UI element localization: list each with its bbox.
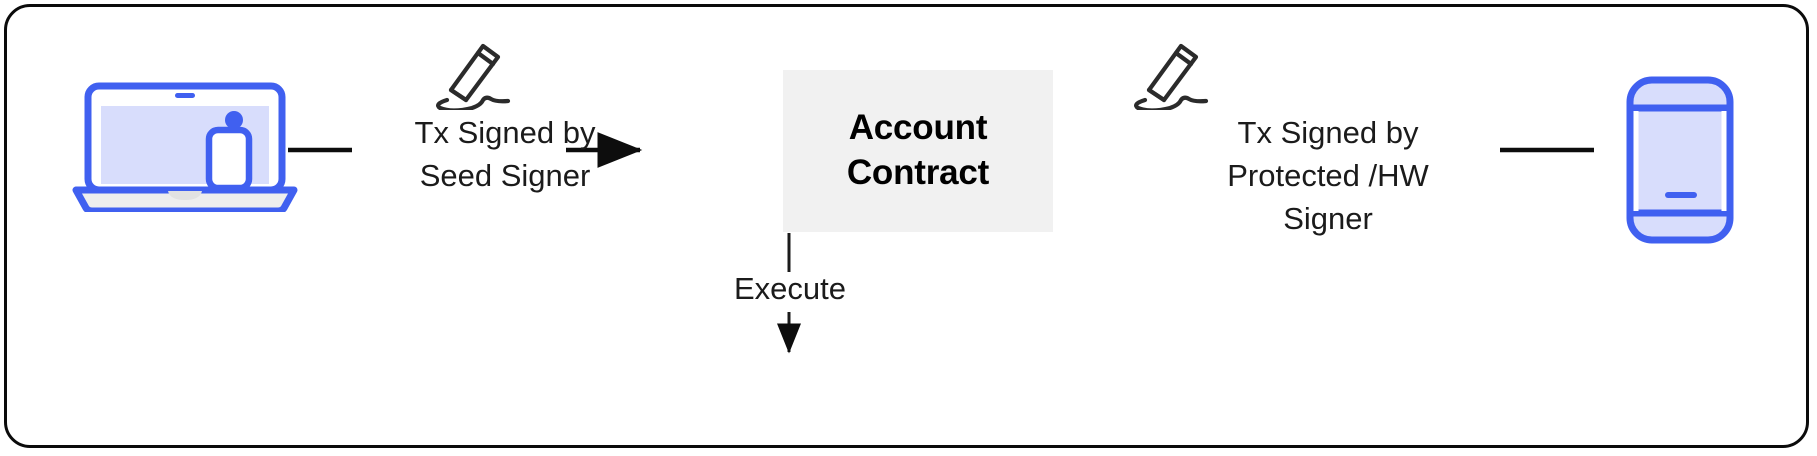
signature-pen-icon-right: [1134, 43, 1209, 110]
account-contract-line1: Account: [848, 108, 988, 148]
edge-label-phone: Tx Signed by Protected /HW Signer: [1163, 112, 1493, 240]
edge-label-laptop: Tx Signed by Seed Signer: [345, 112, 665, 198]
edge-label-phone-line2: Protected /HW: [1227, 157, 1429, 193]
mobile-phone-icon: [1626, 76, 1734, 244]
signature-pen-icon-left: [436, 43, 511, 110]
edge-label-laptop-line1: Tx Signed by: [414, 115, 596, 150]
edge-label-laptop-line2: Seed Signer: [419, 157, 591, 193]
edge-label-phone-line3: Signer: [1283, 200, 1373, 236]
account-contract-node[interactable]: Account Contract: [783, 70, 1053, 232]
account-contract-line2: Contract: [846, 153, 990, 192]
edge-label-execute: Execute: [733, 271, 846, 306]
laptop-icon: [72, 82, 298, 212]
edge-label-phone-line1: Tx Signed by: [1237, 115, 1419, 150]
